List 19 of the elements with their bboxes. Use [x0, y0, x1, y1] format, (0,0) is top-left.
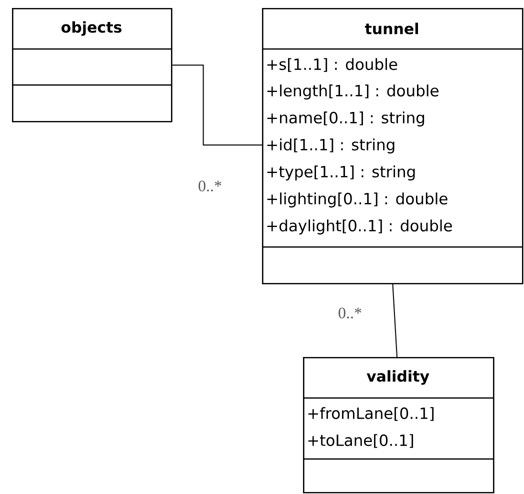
attribute: +name[0..1] : string: [267, 112, 424, 126]
attribute: +id[1..1] : string: [267, 138, 394, 154]
attribute: +s[1..1] : double: [267, 58, 398, 72]
class-box: [262, 8, 524, 284]
class-name: objects: [61, 21, 122, 36]
multiplicity: 0..*: [198, 180, 222, 192]
attribute: +lighting[0..1] : double: [267, 192, 448, 208]
association-line: [392, 282, 398, 358]
attribute: +fromLane[0..1]: [308, 407, 434, 421]
attribute: +type[1..1] : string: [267, 166, 415, 180]
attribute: +length[1..1] : double: [267, 84, 438, 100]
class-box: [303, 357, 494, 494]
class-name: tunnel: [364, 22, 418, 34]
class-name: validity: [366, 370, 430, 385]
class-box: [12, 8, 172, 122]
association-line: [172, 64, 262, 146]
attribute: +daylight[0..1] : double: [267, 220, 452, 234]
multiplicity: 0..*: [338, 308, 362, 318]
attribute: +toLane[0..1]: [308, 434, 414, 448]
